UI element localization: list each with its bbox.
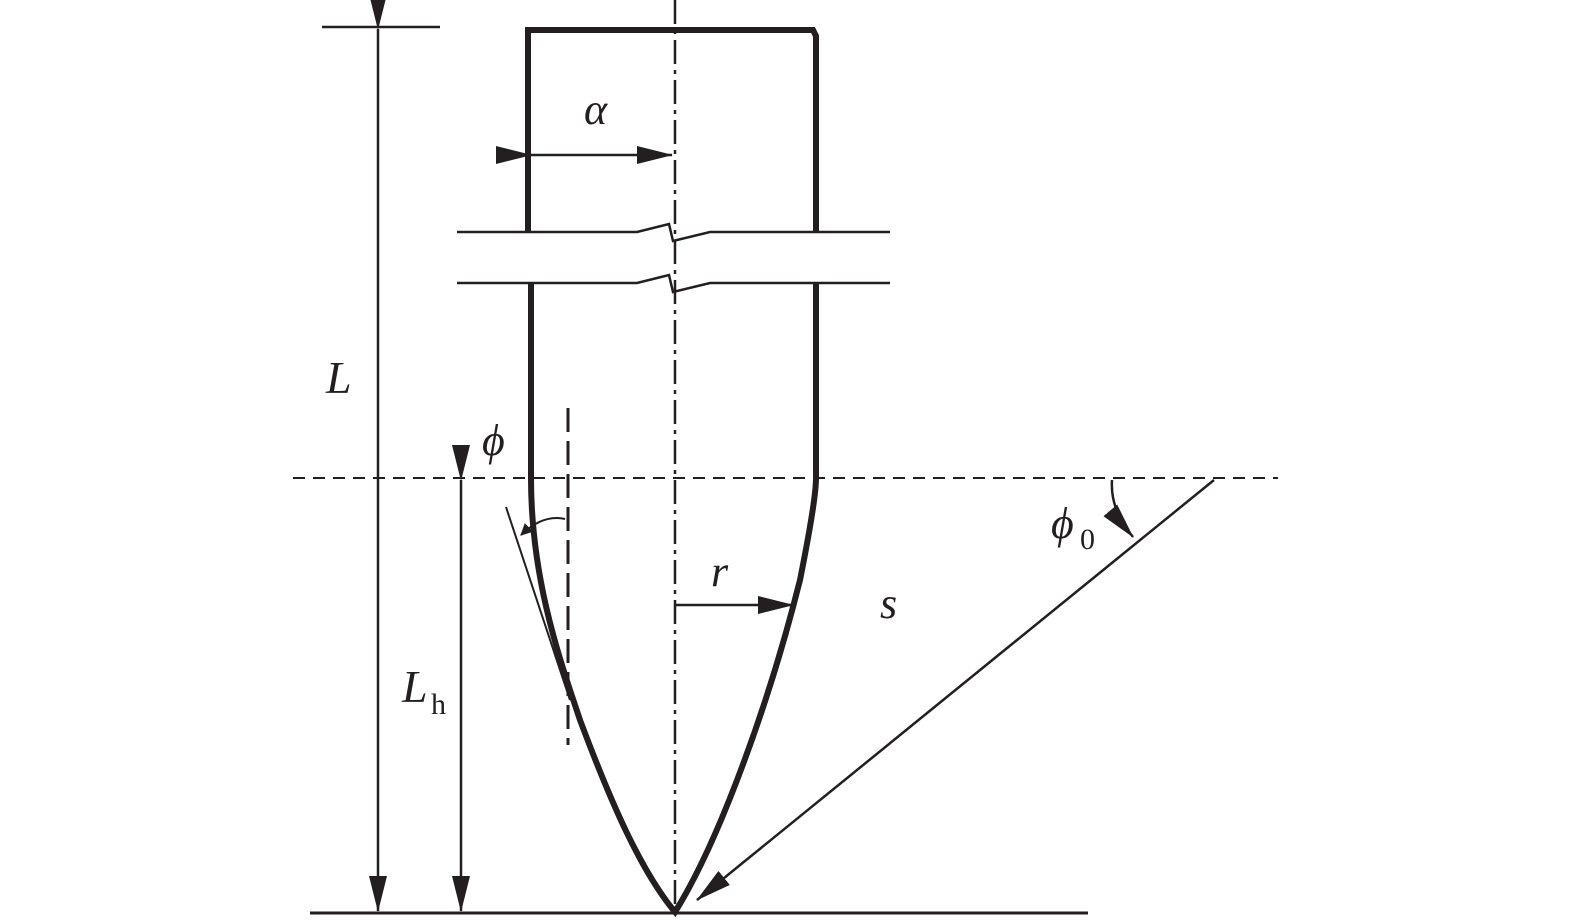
alpha-label: α — [584, 85, 608, 134]
L-label: L — [325, 352, 352, 403]
phi-label: ϕ — [482, 416, 505, 465]
phi0-label: ϕ — [1051, 499, 1074, 548]
phi0-angle-arc — [1103, 479, 1134, 538]
phi0-subscript: 0 — [1080, 523, 1095, 556]
s-radius-arrow — [696, 479, 1215, 901]
projectile-upper-body — [525, 27, 819, 232]
phi-angle-arc — [520, 517, 566, 536]
r-label: r — [711, 547, 729, 596]
Lh-subscript: h — [431, 688, 446, 721]
break-line-lower — [457, 273, 890, 294]
break-line-upper — [457, 222, 890, 243]
tangent-line — [505, 506, 571, 701]
projectile-lower-body — [528, 283, 819, 918]
Lh-label: L — [401, 661, 428, 712]
s-label: s — [880, 579, 897, 628]
